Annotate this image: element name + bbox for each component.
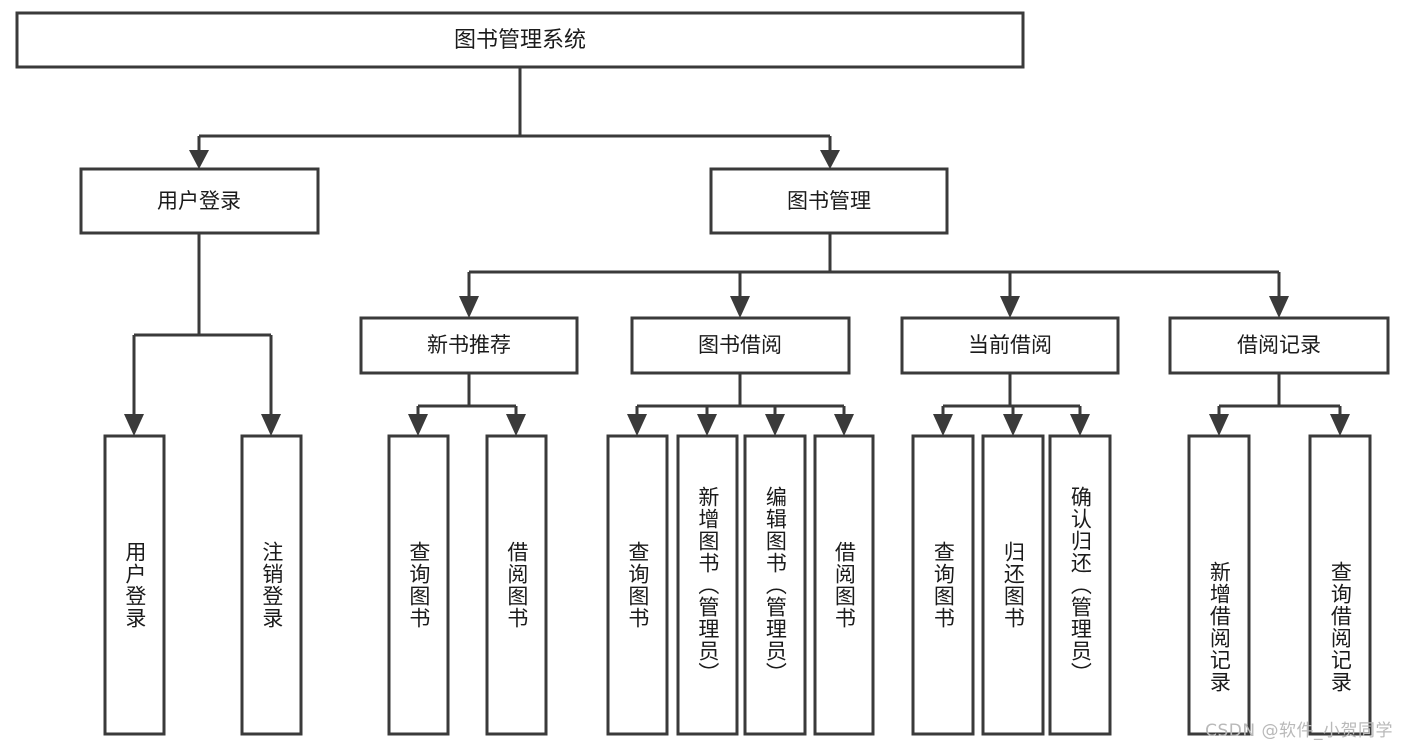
arrowhead-borrow-book-2	[834, 414, 854, 436]
connector-group-book-manage	[459, 233, 1289, 318]
node-label-book-manage: 图书管理	[787, 189, 871, 213]
connector-group-borrow-record	[1209, 373, 1350, 436]
node-box-query-borrow-record[interactable]	[1308, 434, 1372, 736]
connector-group-book-borrow	[627, 373, 854, 436]
node-box-add-book-admin[interactable]	[676, 434, 739, 736]
arrowhead-add-borrow-record	[1209, 414, 1229, 436]
arrowhead-query-book-1	[408, 414, 428, 436]
arrowhead-return-book	[1003, 414, 1023, 436]
node-box-new-book-recommend[interactable]	[359, 316, 579, 375]
arrowhead-query-borrow-record	[1330, 414, 1350, 436]
node-new-book-recommend[interactable]: 新书推荐	[359, 316, 579, 375]
arrowhead-user-logout	[261, 414, 281, 436]
arrowhead-confirm-return-admin	[1070, 414, 1090, 436]
node-user-login[interactable]: 用户登录	[79, 167, 320, 235]
node-label-new-book-recommend: 新书推荐	[427, 333, 511, 357]
node-box-query-book-2[interactable]	[606, 434, 669, 736]
node-box-book-manage[interactable]	[709, 167, 949, 235]
connector-group-new-book-recommend	[408, 373, 526, 436]
node-box-book-borrow[interactable]	[630, 316, 851, 375]
node-box-borrow-book-1[interactable]	[485, 434, 548, 736]
node-label-user-login: 用户登录	[157, 189, 241, 213]
arrowhead-book-borrow	[730, 296, 750, 318]
node-current-borrow[interactable]: 当前借阅	[900, 316, 1120, 375]
node-label-root: 图书管理系统	[454, 28, 586, 53]
node-box-edit-book-admin[interactable]	[743, 434, 807, 736]
node-book-borrow[interactable]: 图书借阅	[630, 316, 851, 375]
node-box-query-book-3[interactable]	[911, 434, 975, 736]
node-box-return-book[interactable]	[981, 434, 1045, 736]
node-box-query-book-1[interactable]	[387, 434, 450, 736]
node-box-user-login[interactable]	[79, 167, 320, 235]
node-box-user-login-do[interactable]	[103, 434, 166, 736]
node-book-manage[interactable]: 图书管理	[709, 167, 949, 235]
arrowhead-edit-book-admin	[765, 414, 785, 436]
arrowhead-add-book-admin	[697, 414, 717, 436]
node-box-confirm-return-admin[interactable]	[1048, 434, 1112, 736]
arrowhead-borrow-book-1	[506, 414, 526, 436]
connector-group-current-borrow	[933, 373, 1090, 436]
connector-group-root	[189, 67, 840, 169]
node-box-borrow-record[interactable]	[1168, 316, 1390, 375]
arrowhead-query-book-3	[933, 414, 953, 436]
node-label-current-borrow: 当前借阅	[968, 333, 1052, 357]
node-root[interactable]: 图书管理系统	[15, 11, 1025, 69]
node-label-borrow-record: 借阅记录	[1237, 333, 1321, 357]
node-box-add-borrow-record[interactable]	[1187, 434, 1251, 736]
arrowhead-user-login-do	[124, 414, 144, 436]
node-label-book-borrow: 图书借阅	[698, 333, 782, 357]
node-box-root[interactable]	[15, 11, 1025, 69]
csdn-watermark: CSDN @软件_小贺同学	[1205, 721, 1393, 741]
node-box-borrow-book-2[interactable]	[813, 434, 875, 736]
connector-group-user-login	[124, 233, 281, 436]
node-box-user-logout[interactable]	[240, 434, 303, 736]
node-box-current-borrow[interactable]	[900, 316, 1120, 375]
node-borrow-record[interactable]: 借阅记录	[1168, 316, 1390, 375]
arrowhead-book-manage	[820, 150, 840, 169]
arrowhead-borrow-record	[1269, 296, 1289, 318]
arrowhead-query-book-2	[627, 414, 647, 436]
arrowhead-current-borrow	[1000, 296, 1020, 318]
arrowhead-new-book-recommend	[459, 296, 479, 318]
arrowhead-user-login	[189, 150, 209, 169]
